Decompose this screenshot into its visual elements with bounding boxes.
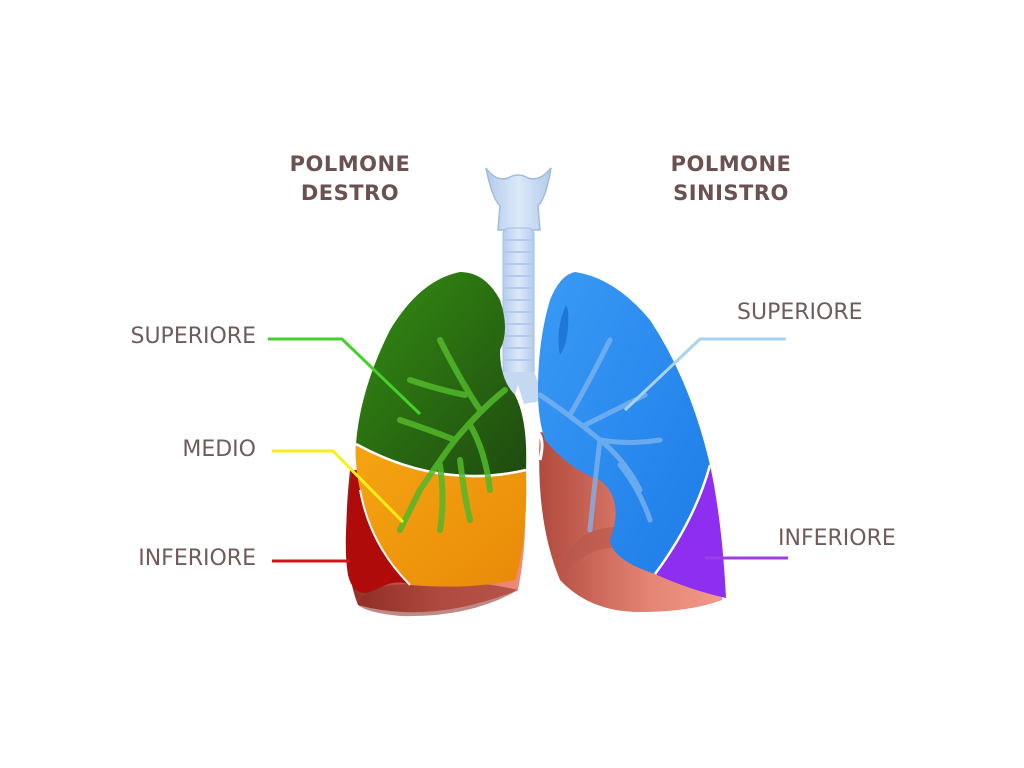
label-left-inferior: INFERIORE xyxy=(778,526,896,551)
right-bronchial-tree xyxy=(397,337,508,533)
leader-left-superior xyxy=(623,337,786,412)
left-lung xyxy=(536,272,726,612)
right-lung-title: POLMONE DESTRO xyxy=(240,150,460,208)
label-left-superior: SUPERIORE xyxy=(737,300,863,325)
leader-right-middle xyxy=(272,449,405,524)
left-lung-title-line1: POLMONE xyxy=(670,152,792,176)
leader-right-superior xyxy=(268,337,422,416)
right-lung-title-line2: DESTRO xyxy=(300,181,400,205)
label-right-inferior: INFERIORE xyxy=(138,546,256,571)
right-lung xyxy=(345,272,527,617)
left-lung-title: POLMONE SINISTRO xyxy=(621,150,841,208)
left-superior-lobe xyxy=(538,272,710,574)
left-lung-title-line2: SINISTRO xyxy=(673,181,789,205)
right-superior-lobe xyxy=(356,272,527,477)
leader-lines xyxy=(268,337,788,563)
label-right-middle: MEDIO xyxy=(182,437,256,462)
right-lung-title-line1: POLMONE xyxy=(289,152,411,176)
left-inferior-lobe xyxy=(655,465,726,598)
label-right-superior: SUPERIORE xyxy=(130,324,256,349)
